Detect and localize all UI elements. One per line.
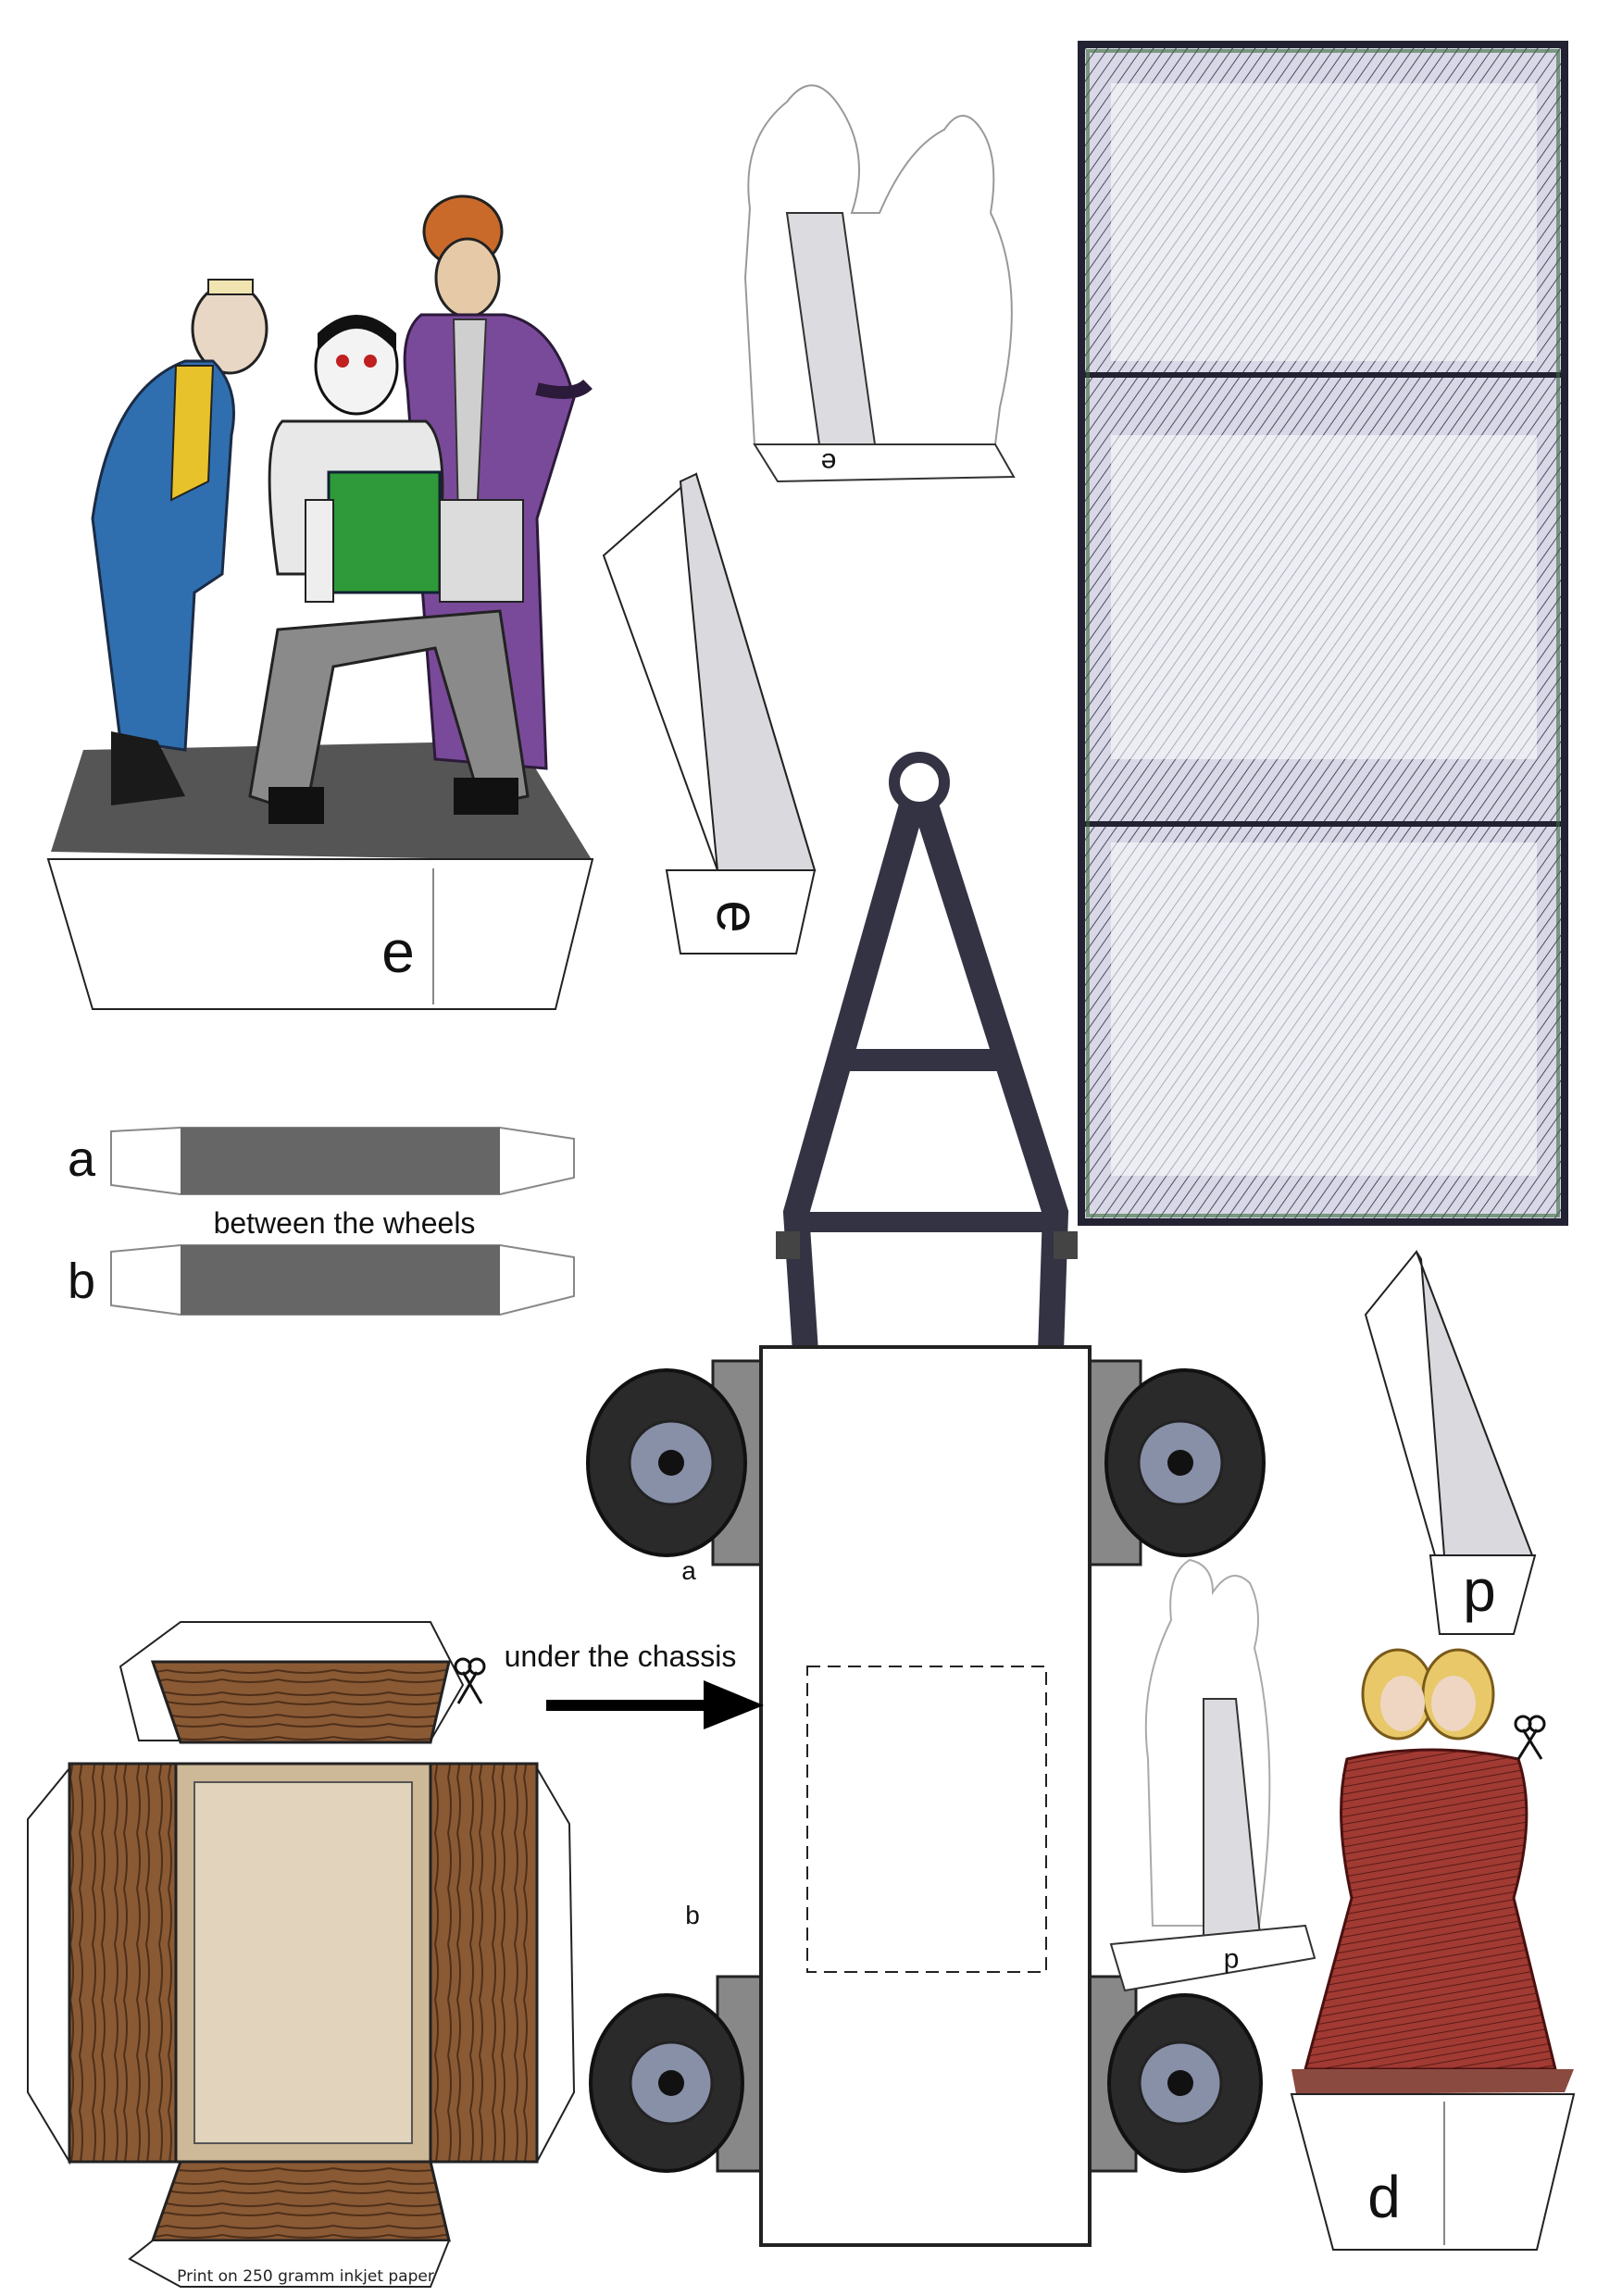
label-e-base: e xyxy=(381,918,415,985)
label-a-axle: a xyxy=(681,1556,696,1585)
scissors-icon xyxy=(1514,1715,1546,1760)
wheel-front-right xyxy=(1074,1359,1266,1566)
ghost-figure-group-e: e xyxy=(743,84,1016,483)
label-b-strip: b xyxy=(68,1254,95,1309)
strip-b: b xyxy=(68,1244,575,1316)
figure-twins-d: d xyxy=(1290,1648,1576,2251)
figure-base-tab-d xyxy=(1290,2093,1576,2251)
figure-blue-suit xyxy=(91,279,268,805)
under-chassis-label: under the chassis xyxy=(505,1640,737,1673)
label-a-strip: a xyxy=(68,1131,96,1187)
strip-a: a xyxy=(68,1127,575,1195)
print-instruction: Print on 250 gramm inkjet paper xyxy=(177,2267,434,2286)
figure-base-tab-e xyxy=(46,858,594,1010)
wheel-rear-left xyxy=(589,1975,780,2173)
truck-chassis: a b xyxy=(586,752,1266,2247)
label-d-ghost: d xyxy=(1224,1947,1240,1978)
between-wheels-label: between the wheels xyxy=(214,1206,476,1240)
scissors-icon xyxy=(454,1657,486,1704)
label-b-axle: b xyxy=(685,1901,700,1929)
label-e-ghost: e xyxy=(821,447,837,478)
label-e-tab: e xyxy=(705,900,771,933)
ghost-figure-twins-d: d xyxy=(1109,1558,1316,1992)
stand-tab-e: e xyxy=(602,472,817,955)
wooden-box-net xyxy=(27,1621,576,2288)
stand-tab-d: d xyxy=(1364,1250,1537,1635)
figure-group-e: e xyxy=(46,194,594,1010)
label-d-tab: d xyxy=(1463,1566,1496,1633)
chassis-deck xyxy=(759,1345,1092,2247)
label-d-base: d xyxy=(1367,2164,1401,2230)
figure-accordion-player xyxy=(248,315,530,824)
trailer-wall-panel xyxy=(1078,41,1568,1226)
glue-area xyxy=(806,1666,1047,1973)
arrow-right-icon xyxy=(546,1680,764,1729)
wheel-front-left xyxy=(586,1359,780,1566)
wheel-rear-right xyxy=(1074,1975,1263,2173)
